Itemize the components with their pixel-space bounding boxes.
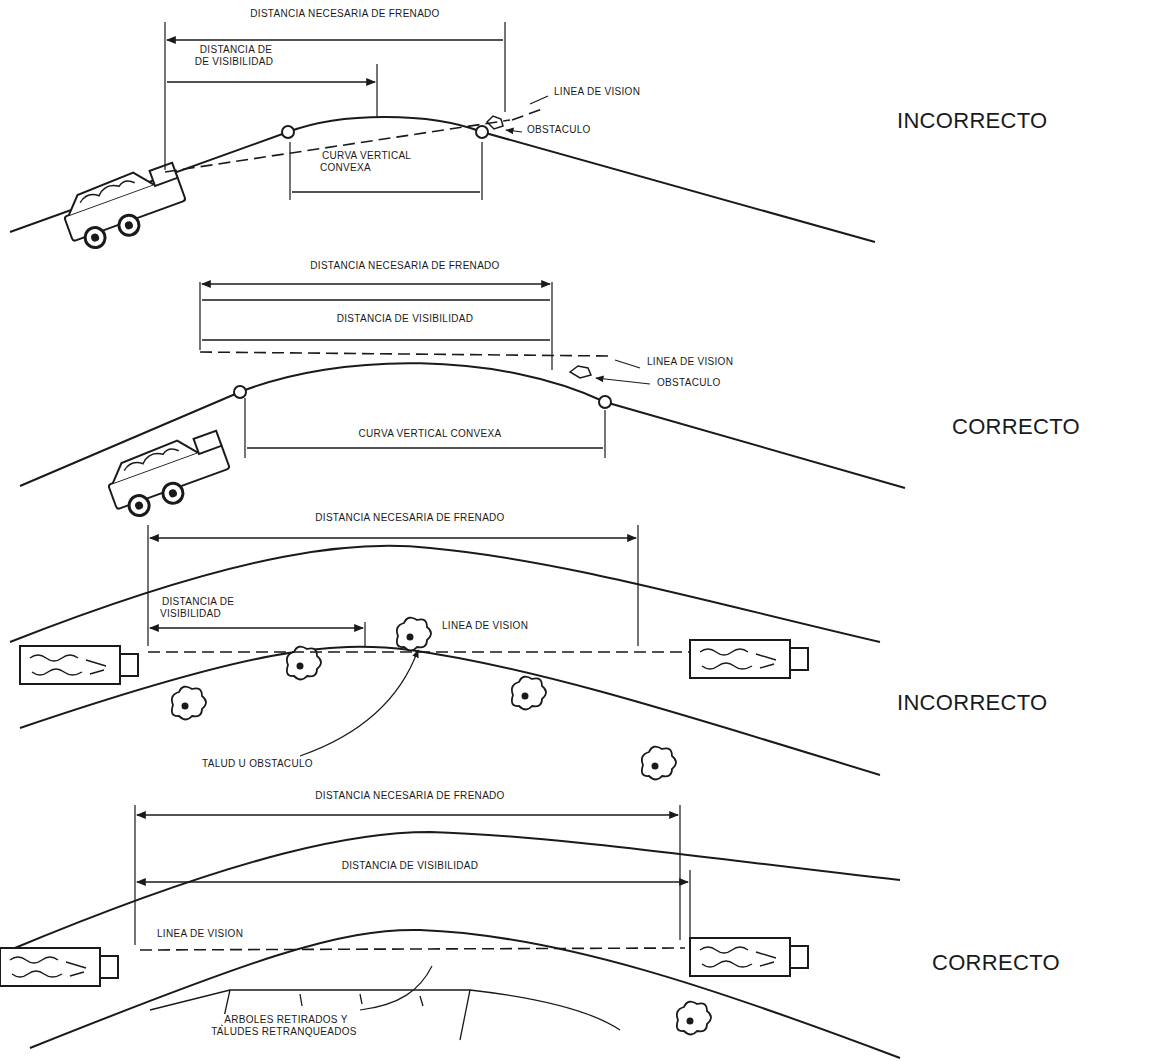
dimension-label: DISTANCIA DE VISIBILIDAD bbox=[160, 596, 250, 619]
label-text: LINEA DE VISION bbox=[155, 928, 245, 939]
label-text: LINEA DE VISION bbox=[552, 86, 642, 97]
label-text: DISTANCIA DE VISIBILIDAD bbox=[160, 596, 234, 619]
verdict-label: CORRECTO bbox=[930, 950, 1130, 975]
label-text: TALUD U OBSTACULO bbox=[200, 758, 315, 769]
label-text: OBSTACULO bbox=[525, 124, 593, 135]
dimension-label: DISTANCIA NECESARIA DE FRENADO bbox=[275, 260, 535, 272]
dimension-label: DISTANCIA NECESARIA DE FRENADO bbox=[280, 790, 540, 802]
leader-label: LINEA DE VISION bbox=[552, 86, 692, 98]
leader-label: OBSTACULO bbox=[655, 377, 775, 389]
label-text: DISTANCIA NECESARIA DE FRENADO bbox=[313, 512, 506, 523]
bracket-label: CURVA VERTICAL CONVEXA bbox=[300, 428, 560, 440]
label-text: LINEA DE VISION bbox=[440, 620, 530, 631]
sightline-label: LINEA DE VISION bbox=[155, 928, 295, 940]
dimension-label: DISTANCIA NECESARIA DE FRENADO bbox=[280, 512, 540, 524]
label-text: DISTANCIA NECESARIA DE FRENADO bbox=[248, 8, 441, 19]
label-text: CURVA VERTICAL CONVEXA bbox=[320, 150, 411, 173]
label-text: CURVA VERTICAL CONVEXA bbox=[357, 428, 504, 439]
label-text: INCORRECTO bbox=[895, 690, 1050, 715]
leader-label: TALUD U OBSTACULO bbox=[200, 758, 360, 770]
label-text: DISTANCIA NECESARIA DE FRENADO bbox=[308, 260, 501, 271]
verdict-label: INCORRECTO bbox=[895, 108, 1095, 133]
bracket-label: CURVA VERTICAL CONVEXA bbox=[320, 150, 430, 173]
verdict-label: CORRECTO bbox=[950, 414, 1150, 439]
label-text: DISTANCIA DE VISIBILIDAD bbox=[335, 313, 476, 324]
dimension-label: DISTANCIA NECESARIA DE FRENADO bbox=[235, 8, 455, 20]
dimension-label: DISTANCIA DE VISIBILIDAD bbox=[280, 860, 540, 872]
dimension-label: DISTANCIA DE VISIBILIDAD bbox=[275, 313, 535, 325]
leader-label: LINEA DE VISION bbox=[645, 356, 785, 368]
leader-label: ARBOLES RETIRADOS Y TALUDES RETRANQUEADO… bbox=[200, 1014, 370, 1037]
label-text: DISTANCIA DE VISIBILIDAD bbox=[340, 860, 481, 871]
label-text: ARBOLES RETIRADOS Y TALUDES RETRANQUEADO… bbox=[211, 1014, 359, 1037]
label-text: DISTANCIA DE DE VISIBILIDAD bbox=[195, 44, 276, 67]
sightline-label: LINEA DE VISION bbox=[440, 620, 580, 632]
label-text: INCORRECTO bbox=[895, 108, 1050, 133]
label-text: CORRECTO bbox=[950, 414, 1082, 439]
label-text: CORRECTO bbox=[930, 950, 1062, 975]
label-text: LINEA DE VISION bbox=[645, 356, 735, 367]
dimension-label: DISTANCIA DE DE VISIBILIDAD bbox=[190, 44, 280, 67]
verdict-label: INCORRECTO bbox=[895, 690, 1095, 715]
label-text: DISTANCIA NECESARIA DE FRENADO bbox=[313, 790, 506, 801]
label-text: OBSTACULO bbox=[655, 377, 723, 388]
leader-label: OBSTACULO bbox=[525, 124, 645, 136]
